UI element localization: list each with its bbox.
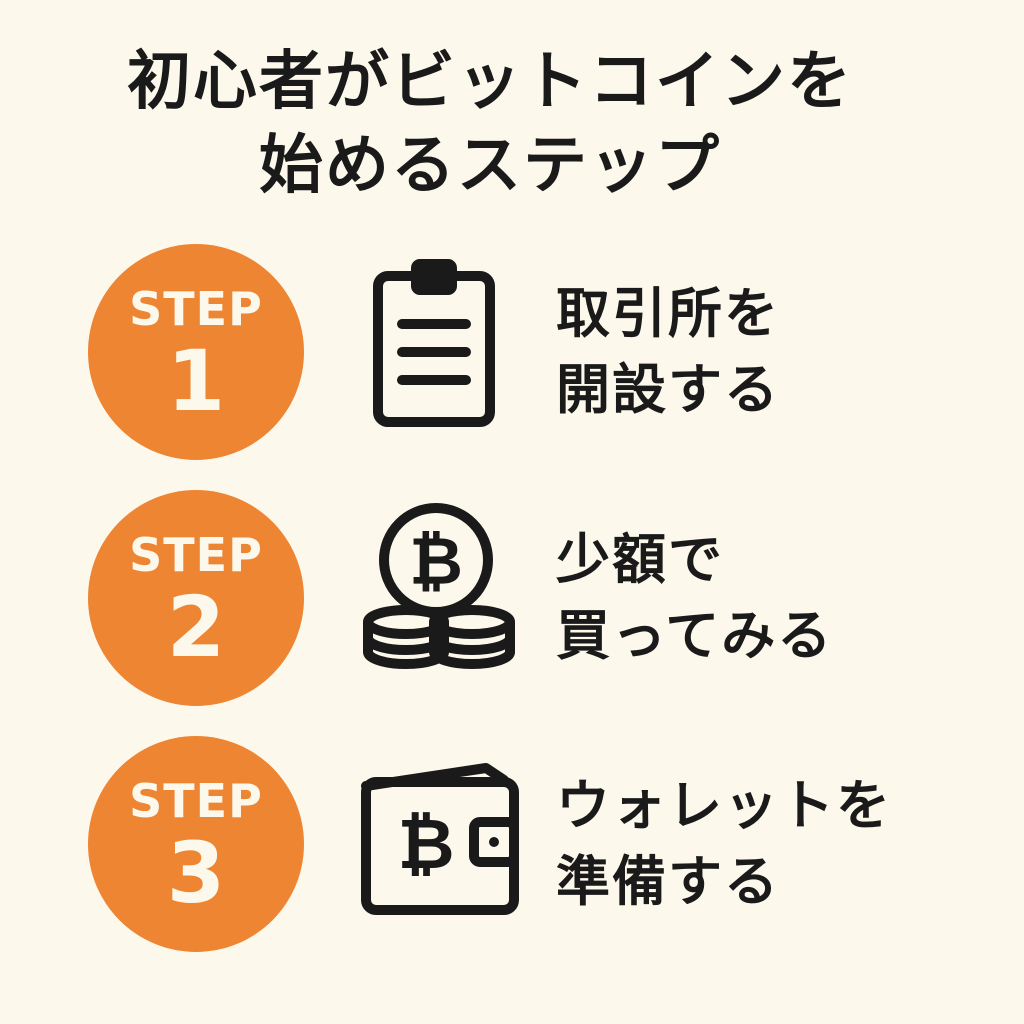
step-3-label-line-1: ウォレットを — [556, 774, 892, 837]
step-3-label-line-2: 準備する — [556, 850, 780, 913]
step-2-word: STEP — [129, 528, 263, 582]
step-1-badge: STEP 1 — [88, 244, 304, 460]
page-title: 初心者がビットコインを 始めるステップ — [0, 40, 980, 208]
step-3: STEP 3 ₿ ウォレットを 準備する — [0, 736, 1024, 952]
step-1-label-line-2: 開設する — [556, 358, 780, 421]
step-2-badge: STEP 2 — [88, 490, 304, 706]
step-3-number: 3 — [166, 824, 226, 922]
step-1-word: STEP — [129, 282, 263, 336]
title-line-2: 始めるステップ — [259, 129, 721, 203]
step-2-number: 2 — [166, 578, 226, 676]
step-3-badge: STEP 3 — [88, 736, 304, 952]
step-1-label: 取引所を 開設する — [556, 276, 780, 428]
step-1-label-line-1: 取引所を — [556, 282, 780, 345]
step-3-label: ウォレットを 準備する — [556, 768, 892, 920]
clipboard-icon — [356, 252, 526, 452]
step-1: STEP 1 取引所を 開設する — [0, 244, 1024, 460]
step-2-label: 少額で 買ってみる — [556, 522, 833, 674]
svg-text:₿: ₿ — [397, 803, 454, 885]
step-2: STEP 2 ₿ 少額で 買ってみる — [0, 490, 1024, 706]
step-2-label-line-2: 買ってみる — [556, 604, 834, 667]
title-line-1: 初心者がビットコインを — [127, 45, 853, 119]
svg-text:₿: ₿ — [409, 523, 463, 600]
bitcoin-coins-icon: ₿ — [356, 498, 526, 698]
bitcoin-wallet-icon: ₿ — [356, 744, 526, 944]
step-3-word: STEP — [129, 774, 263, 828]
step-2-label-line-1: 少額で — [556, 528, 724, 591]
step-1-number: 1 — [166, 332, 226, 430]
